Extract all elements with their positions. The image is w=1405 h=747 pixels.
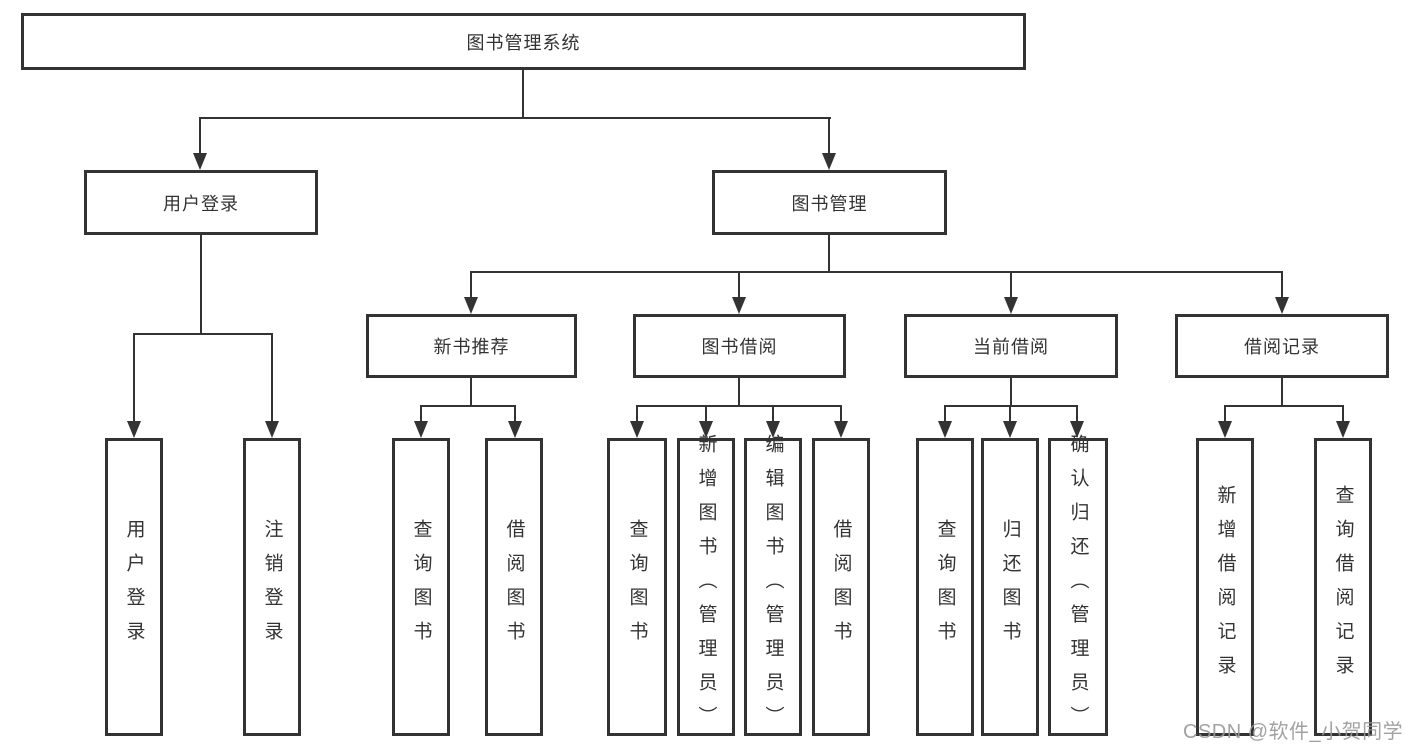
connector-cb-drop <box>1076 405 1078 421</box>
arrow-down-icon <box>822 153 836 170</box>
node-current-borrow-label: 当前借阅 <box>973 337 1049 357</box>
leaf-br-add-record: 新增借阅记录 <box>1196 438 1254 736</box>
node-book-management-label: 图书管理 <box>791 193 868 214</box>
arrow-down-icon <box>127 421 141 438</box>
leaf-cb-confirm-return-admin-label: 确认归还（管理员） <box>1067 434 1089 740</box>
connector-login-left-drop <box>133 333 135 421</box>
node-borrow-record: 借阅记录 <box>1175 314 1389 378</box>
node-root-label: 图书管理系统 <box>466 32 581 53</box>
leaf-nb-borrow-book-label: 借阅图书 <box>503 519 525 655</box>
leaf-cb-return-book: 归还图书 <box>981 438 1039 736</box>
connector-root-cross <box>199 117 831 119</box>
connector-bb-drop <box>705 405 707 421</box>
arrow-down-icon <box>1003 421 1017 438</box>
leaf-bb-add-book-admin: 新增图书（管理员） <box>677 434 735 740</box>
connector-cb-drop <box>944 405 946 421</box>
node-book-management: 图书管理 <box>712 170 947 235</box>
leaf-br-query-record-label: 查询借阅记录 <box>1332 485 1354 689</box>
leaf-logout: 注销登录 <box>243 438 301 736</box>
node-new-book-recommend-label: 新书推荐 <box>433 337 510 357</box>
connector-bb-drop <box>636 405 638 421</box>
connector-login-stem <box>200 235 202 333</box>
arrow-down-icon <box>938 421 952 438</box>
arrow-down-icon <box>1218 421 1232 438</box>
connector-br-drop <box>1224 405 1226 421</box>
connector-root-right-drop <box>828 117 830 155</box>
connector-mgmt-drop <box>470 271 472 298</box>
arrow-down-icon <box>766 421 780 438</box>
leaf-user-login: 用户登录 <box>105 438 163 736</box>
node-new-book-recommend: 新书推荐 <box>366 314 577 378</box>
leaf-logout-label: 注销登录 <box>261 519 283 655</box>
leaf-bb-add-book-admin-label: 新增图书（管理员） <box>695 434 717 740</box>
connector-cb-drop <box>1009 405 1011 421</box>
connector-root-left-drop <box>199 117 201 155</box>
leaf-br-add-record-label: 新增借阅记录 <box>1214 485 1236 689</box>
connector-br-stem <box>1281 378 1283 406</box>
connector-mgmt-stem <box>828 235 830 272</box>
node-user-login: 用户登录 <box>84 170 318 235</box>
node-book-borrow-label: 图书借阅 <box>701 337 778 357</box>
csdn-watermark: CSDN @软件_小贺同学 <box>1183 721 1404 743</box>
arrow-down-icon <box>732 297 746 314</box>
leaf-bb-edit-book-admin-label: 编辑图书（管理员） <box>762 434 784 740</box>
connector-nb-stem <box>470 378 472 406</box>
arrow-down-icon <box>699 421 713 438</box>
arrow-down-icon <box>834 421 848 438</box>
node-borrow-record-label: 借阅记录 <box>1244 337 1320 357</box>
leaf-nb-borrow-book: 借阅图书 <box>485 438 543 736</box>
connector-nb-drop <box>514 405 516 421</box>
node-current-borrow: 当前借阅 <box>904 314 1118 378</box>
arrow-down-icon <box>265 421 279 438</box>
arrow-down-icon <box>508 421 522 438</box>
leaf-bb-query-book-label: 查询图书 <box>626 519 648 655</box>
leaf-bb-borrow-book: 借阅图书 <box>812 438 870 736</box>
leaf-br-query-record: 查询借阅记录 <box>1314 438 1372 736</box>
arrow-down-icon <box>414 421 428 438</box>
connector-bb-drop <box>840 405 842 421</box>
connector-root-stem <box>522 70 524 118</box>
connector-nb-drop <box>420 405 422 421</box>
leaf-cb-confirm-return-admin: 确认归还（管理员） <box>1048 434 1108 740</box>
node-book-borrow: 图书借阅 <box>633 314 846 378</box>
leaf-cb-query-book-label: 查询图书 <box>934 519 956 655</box>
leaf-user-login-label: 用户登录 <box>123 519 145 655</box>
leaf-cb-return-book-label: 归还图书 <box>999 519 1021 655</box>
connector-mgmt-drop <box>1010 271 1012 298</box>
arrow-down-icon <box>464 297 478 314</box>
arrow-down-icon <box>193 153 207 170</box>
connector-cb-cross <box>944 405 1078 407</box>
connector-mgmt-cross <box>470 271 1283 273</box>
connector-cb-stem <box>1010 378 1012 406</box>
leaf-bb-edit-book-admin: 编辑图书（管理员） <box>744 434 802 740</box>
arrow-down-icon <box>1070 421 1084 438</box>
leaf-bb-query-book: 查询图书 <box>607 438 667 736</box>
leaf-cb-query-book: 查询图书 <box>916 438 974 736</box>
leaf-nb-query-book: 查询图书 <box>392 438 450 736</box>
leaf-nb-query-book-label: 查询图书 <box>410 519 432 655</box>
connector-mgmt-drop <box>1281 271 1283 298</box>
connector-login-cross <box>133 333 273 335</box>
leaf-bb-borrow-book-label: 借阅图书 <box>830 519 852 655</box>
connector-bb-cross <box>636 405 842 407</box>
connector-login-right-drop <box>271 333 273 421</box>
node-user-login-label: 用户登录 <box>163 193 239 214</box>
connector-br-cross <box>1224 405 1344 407</box>
node-root: 图书管理系统 <box>21 13 1026 70</box>
arrow-down-icon <box>1004 297 1018 314</box>
connector-mgmt-drop <box>738 271 740 298</box>
connector-br-drop <box>1342 405 1344 421</box>
connector-bb-drop <box>772 405 774 421</box>
connector-bb-stem <box>738 378 740 406</box>
connector-nb-cross <box>420 405 516 407</box>
arrow-down-icon <box>1336 421 1350 438</box>
arrow-down-icon <box>1275 297 1289 314</box>
arrow-down-icon <box>630 421 644 438</box>
